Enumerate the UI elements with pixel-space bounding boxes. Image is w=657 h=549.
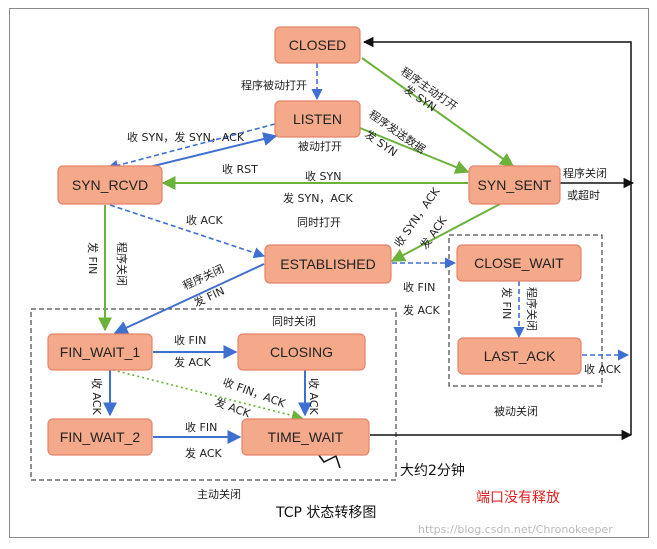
edge-established-finwait1	[113, 263, 265, 335]
state-fin-wait-1: FIN_WAIT_1	[47, 333, 153, 371]
label-syn-sent-close: 程序关闭	[563, 166, 607, 180]
label-send-fin-left: 发 FIN	[86, 242, 100, 274]
state-syn-rcvd: SYN_RCVD	[57, 165, 163, 205]
label-simultaneous-close: 同时关闭	[272, 314, 316, 328]
edge-rail-closed	[362, 36, 632, 435]
edge-listen-synrcvd	[106, 123, 276, 171]
state-close-wait: CLOSE_WAIT	[456, 244, 582, 282]
edge-listen-synsent	[359, 127, 470, 174]
label-fw1-recv-fin: 收 FIN	[174, 333, 206, 347]
label-passive-close: 被动关闭	[494, 404, 538, 418]
timewait-mark	[317, 453, 341, 469]
svg-text:LISTEN: LISTEN	[293, 111, 342, 127]
svg-text:SYN_SENT: SYN_SENT	[478, 177, 552, 193]
state-fin-wait-2: FIN_WAIT_2	[47, 418, 153, 456]
svg-text:FIN_WAIT_1: FIN_WAIT_1	[60, 344, 141, 360]
svg-text:LAST_ACK: LAST_ACK	[484, 348, 556, 364]
state-syn-sent: SYN_SENT	[468, 165, 561, 205]
label-syn-sent-timeout: 或超时	[567, 188, 600, 202]
edge-synrcvd-listen	[136, 132, 278, 171]
state-closed: CLOSED	[274, 26, 361, 64]
label-prog-close-left: 程序关闭	[115, 242, 129, 286]
label-fw1-recv-ack: 收 ACK	[90, 378, 104, 416]
label-recv-syn-send-synack: 收 SYN，发 SYN，ACK	[127, 130, 245, 144]
edge-closed-synsent	[361, 57, 515, 167]
svg-text:TIME_WAIT: TIME_WAIT	[268, 429, 344, 445]
label-send-syn-ack: 发 SYN，ACK	[283, 191, 353, 205]
label-simultaneous-open: 同时打开	[297, 215, 341, 229]
edge-synsent-established	[390, 203, 501, 262]
label-fw1-send-ack: 发 ACK	[174, 355, 212, 369]
svg-text:CLOSING: CLOSING	[270, 344, 333, 360]
label-recv-ack-lastack: 收 ACK	[584, 362, 622, 376]
label-send-ack-est: 发 ACK	[403, 303, 441, 317]
label-fw1-send-ack-diag: 发 ACK	[213, 395, 253, 421]
label-fw2-recv-fin: 收 FIN	[185, 420, 217, 434]
state-time-wait: TIME_WAIT	[241, 418, 370, 456]
label-send-fin-cw: 发 FIN	[500, 287, 514, 319]
passive-close-group	[448, 234, 603, 387]
active-close-group	[30, 308, 397, 481]
state-established: ESTABLISHED	[264, 244, 392, 284]
label-passive-open: 程序被动打开	[241, 78, 307, 92]
label-fw2-send-ack: 发 ACK	[185, 446, 223, 460]
state-closing: CLOSING	[237, 333, 366, 371]
edge-synrcvd-established	[109, 204, 266, 259]
label-closing-recv-ack: 收 ACK	[307, 378, 321, 416]
watermark: https://blog.csdn.net/Chronokeeper	[418, 523, 613, 536]
label-recv-rst: 收 RST	[222, 162, 258, 176]
svg-text:ESTABLISHED: ESTABLISHED	[280, 256, 375, 272]
label-listen-passive-open: 被动打开	[298, 139, 342, 153]
label-recv-ack: 收 ACK	[186, 213, 224, 227]
svg-text:CLOSE_WAIT: CLOSE_WAIT	[474, 255, 564, 271]
svg-text:CLOSED: CLOSED	[289, 37, 347, 53]
svg-text:SYN_RCVD: SYN_RCVD	[72, 177, 148, 193]
label-recv-syn: 收 SYN	[305, 169, 341, 183]
label-approx-2min: 大约2分钟	[400, 462, 465, 479]
diagram-frame	[9, 8, 649, 538]
label-recv-fin-est: 收 FIN	[403, 280, 435, 294]
svg-text:FIN_WAIT_2: FIN_WAIT_2	[60, 429, 141, 445]
label-prog-close-cw: 程序关闭	[525, 287, 539, 331]
state-last-ack: LAST_ACK	[457, 337, 582, 375]
state-listen: LISTEN	[274, 100, 361, 138]
label-port-not-released: 端口没有释放	[476, 490, 560, 506]
label-active-close: 主动关闭	[197, 487, 241, 501]
diagram-title: TCP 状态转移图	[275, 505, 376, 521]
